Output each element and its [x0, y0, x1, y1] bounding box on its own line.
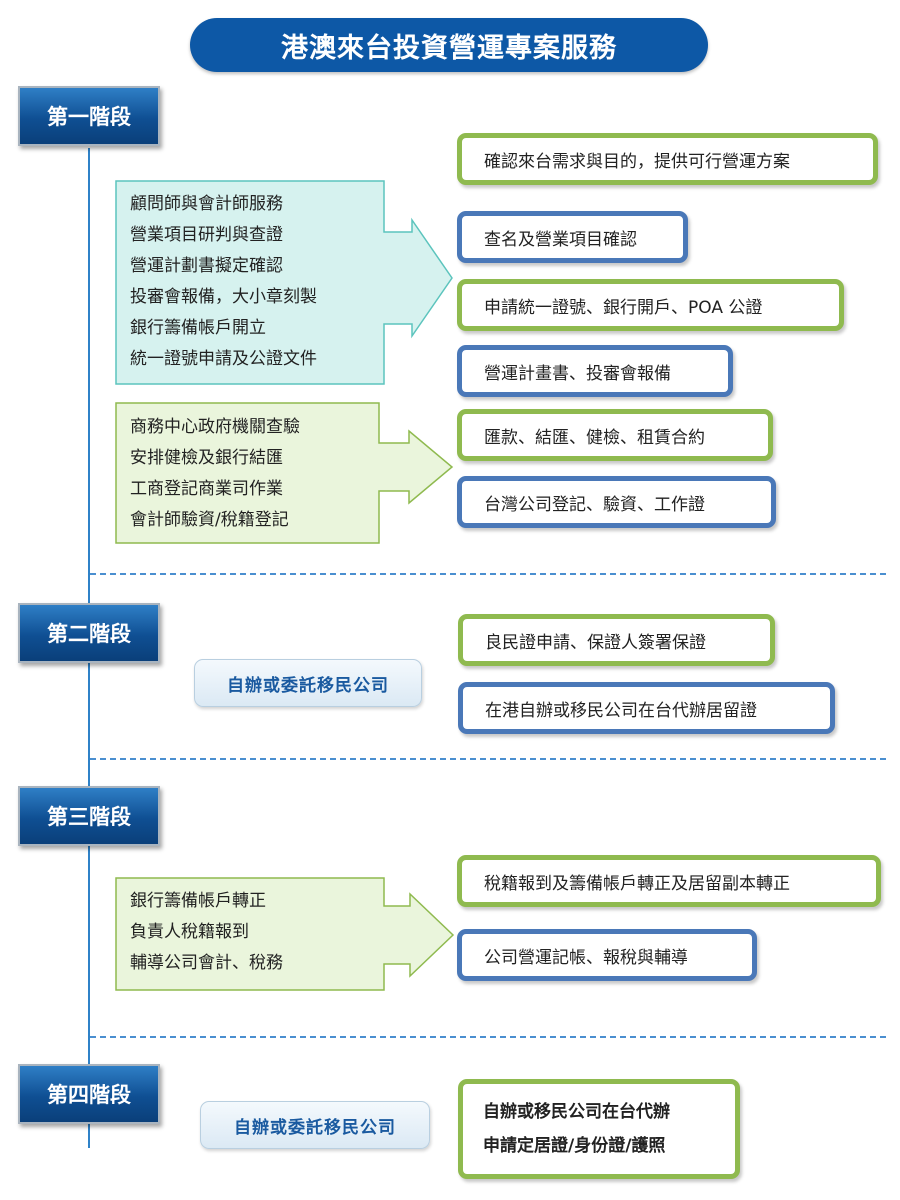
registration-item: 商務中心政府機關查驗 [130, 417, 300, 437]
service-item: 投審會報備，大小章刻製 [130, 287, 317, 307]
stage-1-service-list: 顧問師與會計師服務 營業項目研判與查證 營運計劃書擬定確認 投審會報備，大小章刻… [130, 189, 317, 375]
stage-divider [90, 758, 886, 760]
stage-1-result-box: 匯款、結匯、健檢、租賃合約 [457, 409, 773, 461]
service-item: 營運計劃書擬定確認 [130, 256, 283, 276]
stage-4-result-line: 申請定居證/身份證/護照 [483, 1136, 666, 1156]
stage-3-item: 輔導公司會計、稅務 [130, 953, 283, 973]
stage-1-result-box: 申請統一證號、銀行開戶、POA 公證 [457, 279, 844, 331]
stage-1-registration-list: 商務中心政府機關查驗 安排健檢及銀行結匯 工商登記商業司作業 會計師驗資/稅籍登… [130, 412, 300, 536]
registration-item: 會計師驗資/稅籍登記 [130, 510, 289, 530]
stage-3-badge: 第三階段 [18, 786, 160, 846]
stage-3-item: 負責人稅籍報到 [130, 922, 249, 942]
page-title: 港澳來台投資營運專案服務 [190, 18, 708, 72]
stage-4-self-or-agent-pill: 自辦或委託移民公司 [200, 1101, 430, 1149]
stage-4-result-box: 自辦或移民公司在台代辦 申請定居證/身份證/護照 [458, 1079, 740, 1179]
stage-3-arrow [115, 877, 455, 991]
stage-2-result-box: 在港自辦或移民公司在台代辦居留證 [458, 682, 835, 734]
stage-3-result-box: 稅籍報到及籌備帳戶轉正及居留副本轉正 [457, 855, 881, 907]
registration-item: 工商登記商業司作業 [130, 479, 283, 499]
service-item: 銀行籌備帳戶開立 [130, 318, 266, 338]
stage-4-result-line: 自辦或移民公司在台代辦 [483, 1102, 670, 1122]
stage-1-result-box: 台灣公司登記、驗資、工作證 [457, 476, 776, 528]
stage-divider [90, 573, 886, 575]
stage-1-service-arrow [115, 180, 453, 385]
stage-3-item: 銀行籌備帳戶轉正 [130, 891, 266, 911]
stage-2-badge: 第二階段 [18, 603, 160, 663]
stage-1-registration-arrow [115, 402, 454, 544]
stage-2-self-or-agent-pill: 自辦或委託移民公司 [194, 659, 422, 707]
stage-4-badge: 第四階段 [18, 1064, 160, 1124]
stage-3-result-box: 公司營運記帳、報稅與輔導 [457, 929, 757, 981]
stage-divider [90, 1036, 886, 1038]
stage-1-badge: 第一階段 [18, 86, 160, 146]
stage-3-list: 銀行籌備帳戶轉正 負責人稅籍報到 輔導公司會計、稅務 [130, 886, 283, 979]
stage-1-result-box: 確認來台需求與目的，提供可行營運方案 [457, 133, 878, 185]
stage-1-result-box: 營運計畫書、投審會報備 [457, 345, 733, 397]
stage-1-result-box: 查名及營業項目確認 [457, 211, 688, 263]
service-item: 顧問師與會計師服務 [130, 194, 283, 214]
service-item: 營業項目研判與查證 [130, 225, 283, 245]
registration-item: 安排健檢及銀行結匯 [130, 448, 283, 468]
service-item: 統一證號申請及公證文件 [130, 349, 317, 369]
stage-2-result-box: 良民證申請、保證人簽署保證 [458, 614, 775, 666]
